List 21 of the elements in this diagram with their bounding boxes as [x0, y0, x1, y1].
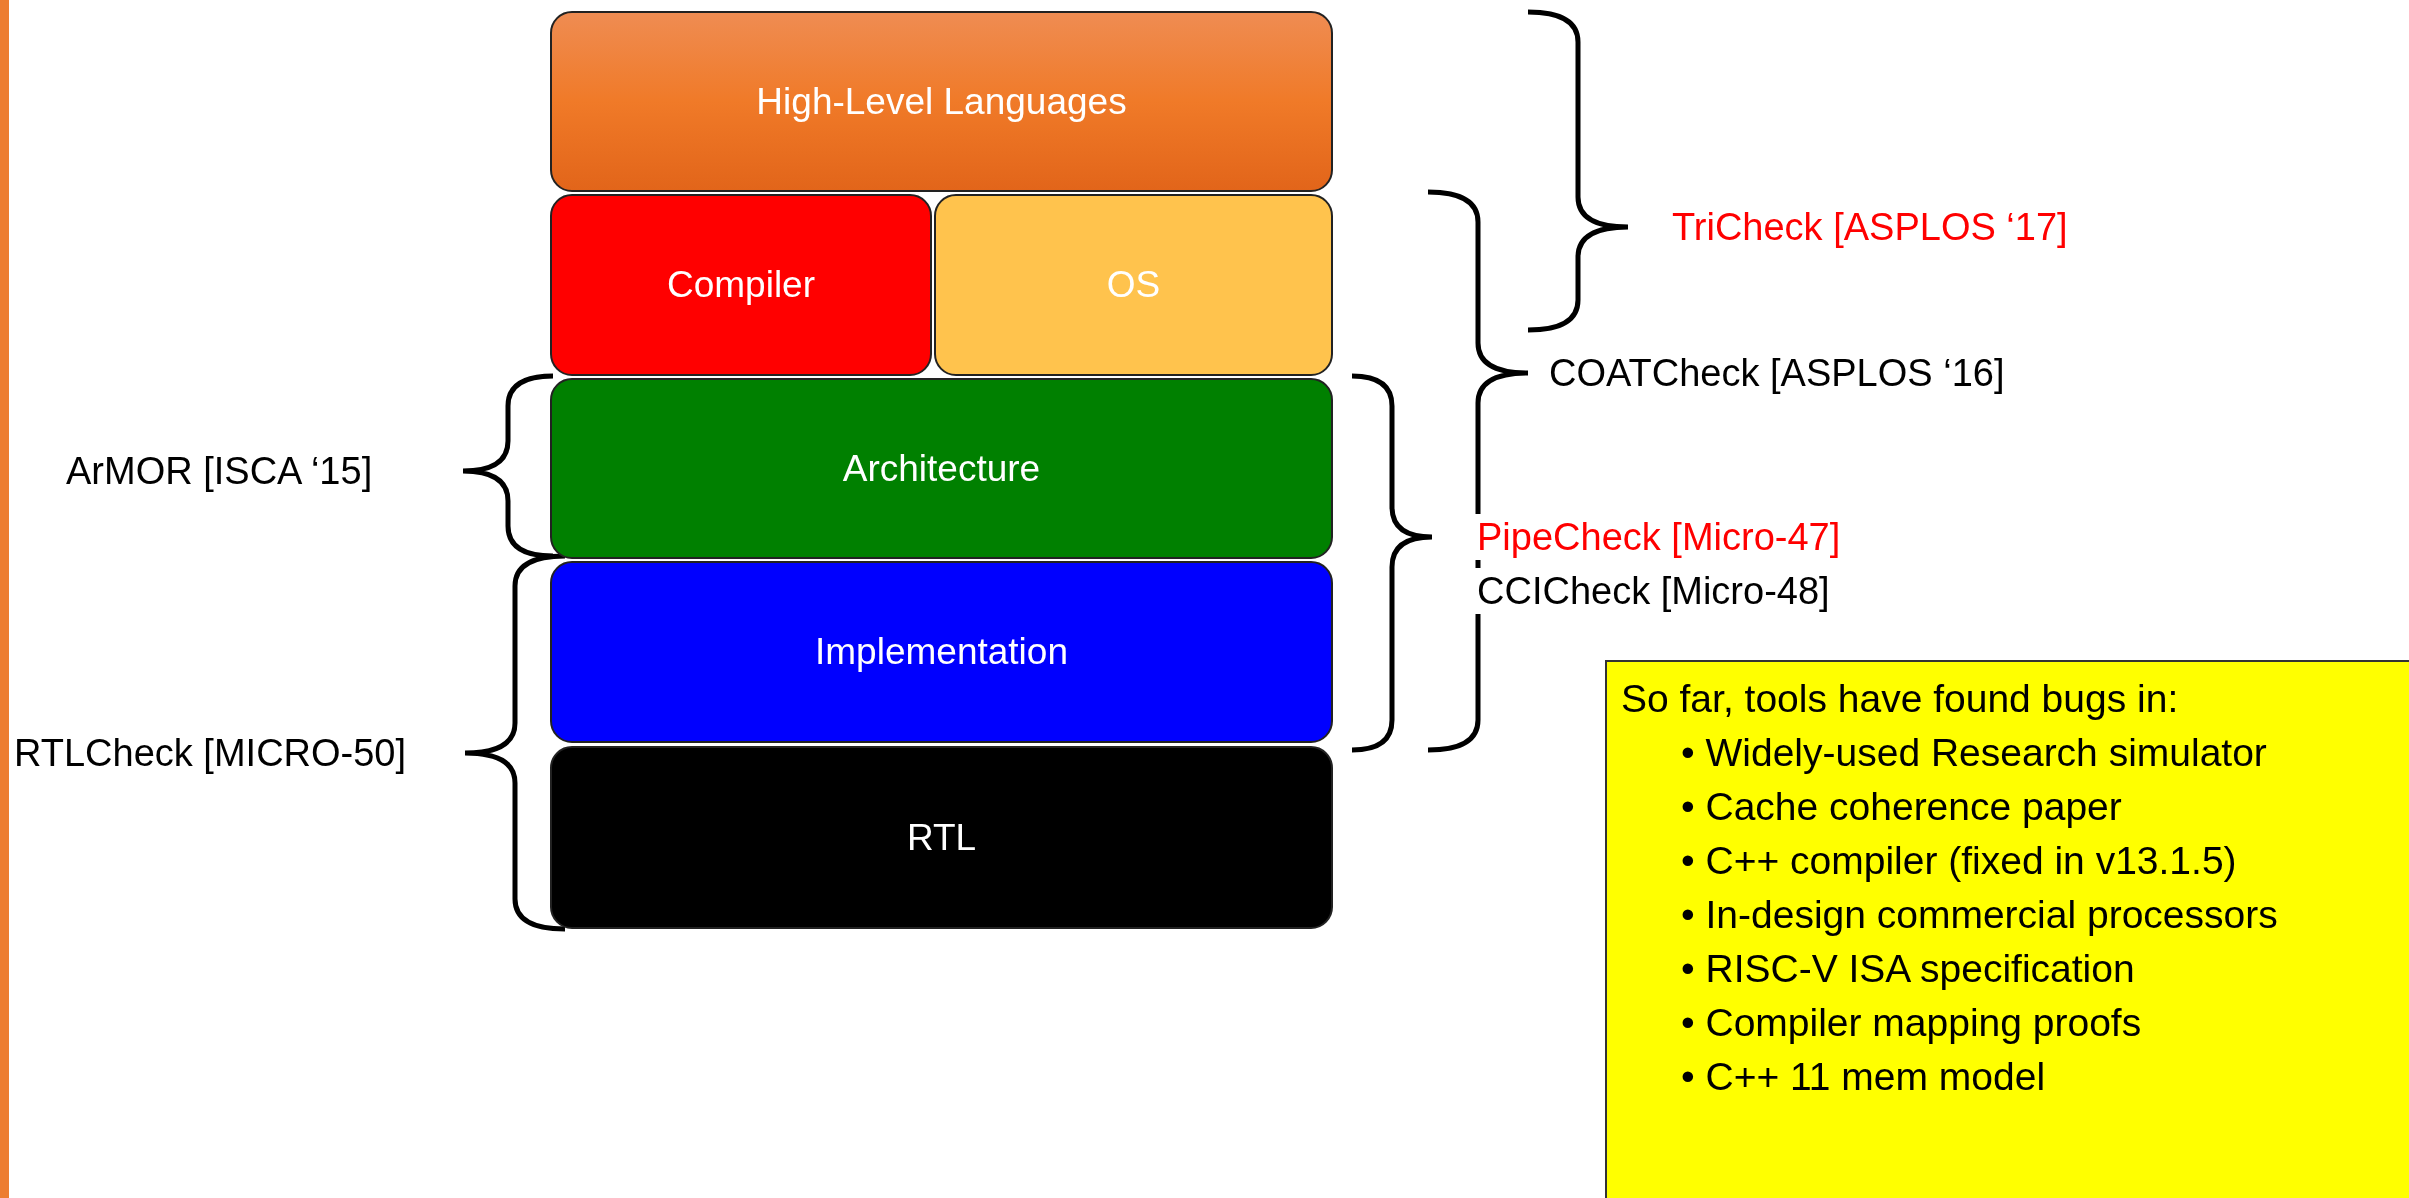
- stack-layer: [550, 194, 932, 376]
- list-item: • Cache coherence paper: [1681, 784, 2123, 830]
- list-item: • C++ compiler (fixed in v13.1.5): [1681, 838, 2238, 884]
- note-box: [1605, 660, 2409, 1198]
- layer-label: RTL: [906, 816, 977, 859]
- layer-label: Architecture: [842, 447, 1041, 490]
- list-item: • RISC-V ISA specification: [1681, 946, 2136, 992]
- layer-label: Implementation: [815, 631, 1068, 673]
- list-item: • In-design commercial processors: [1681, 892, 2279, 938]
- list-item: • Widely-used Research simulator: [1681, 730, 2268, 776]
- stack-layer: [550, 746, 1333, 929]
- stack-layer: [550, 378, 1333, 559]
- layer-label: Compiler: [666, 264, 815, 306]
- stack-layer: [934, 194, 1333, 376]
- layer-label: OS: [1106, 264, 1161, 306]
- list-item: • C++ 11 mem model: [1681, 1054, 2047, 1100]
- layer-label: High-Level Languages: [756, 80, 1127, 123]
- stack-layer: [550, 11, 1333, 192]
- list-item: • Compiler mapping proofs: [1681, 1000, 2143, 1046]
- stack-layer: [550, 561, 1333, 743]
- note-heading: So far, tools have found bugs in:: [1621, 676, 2180, 722]
